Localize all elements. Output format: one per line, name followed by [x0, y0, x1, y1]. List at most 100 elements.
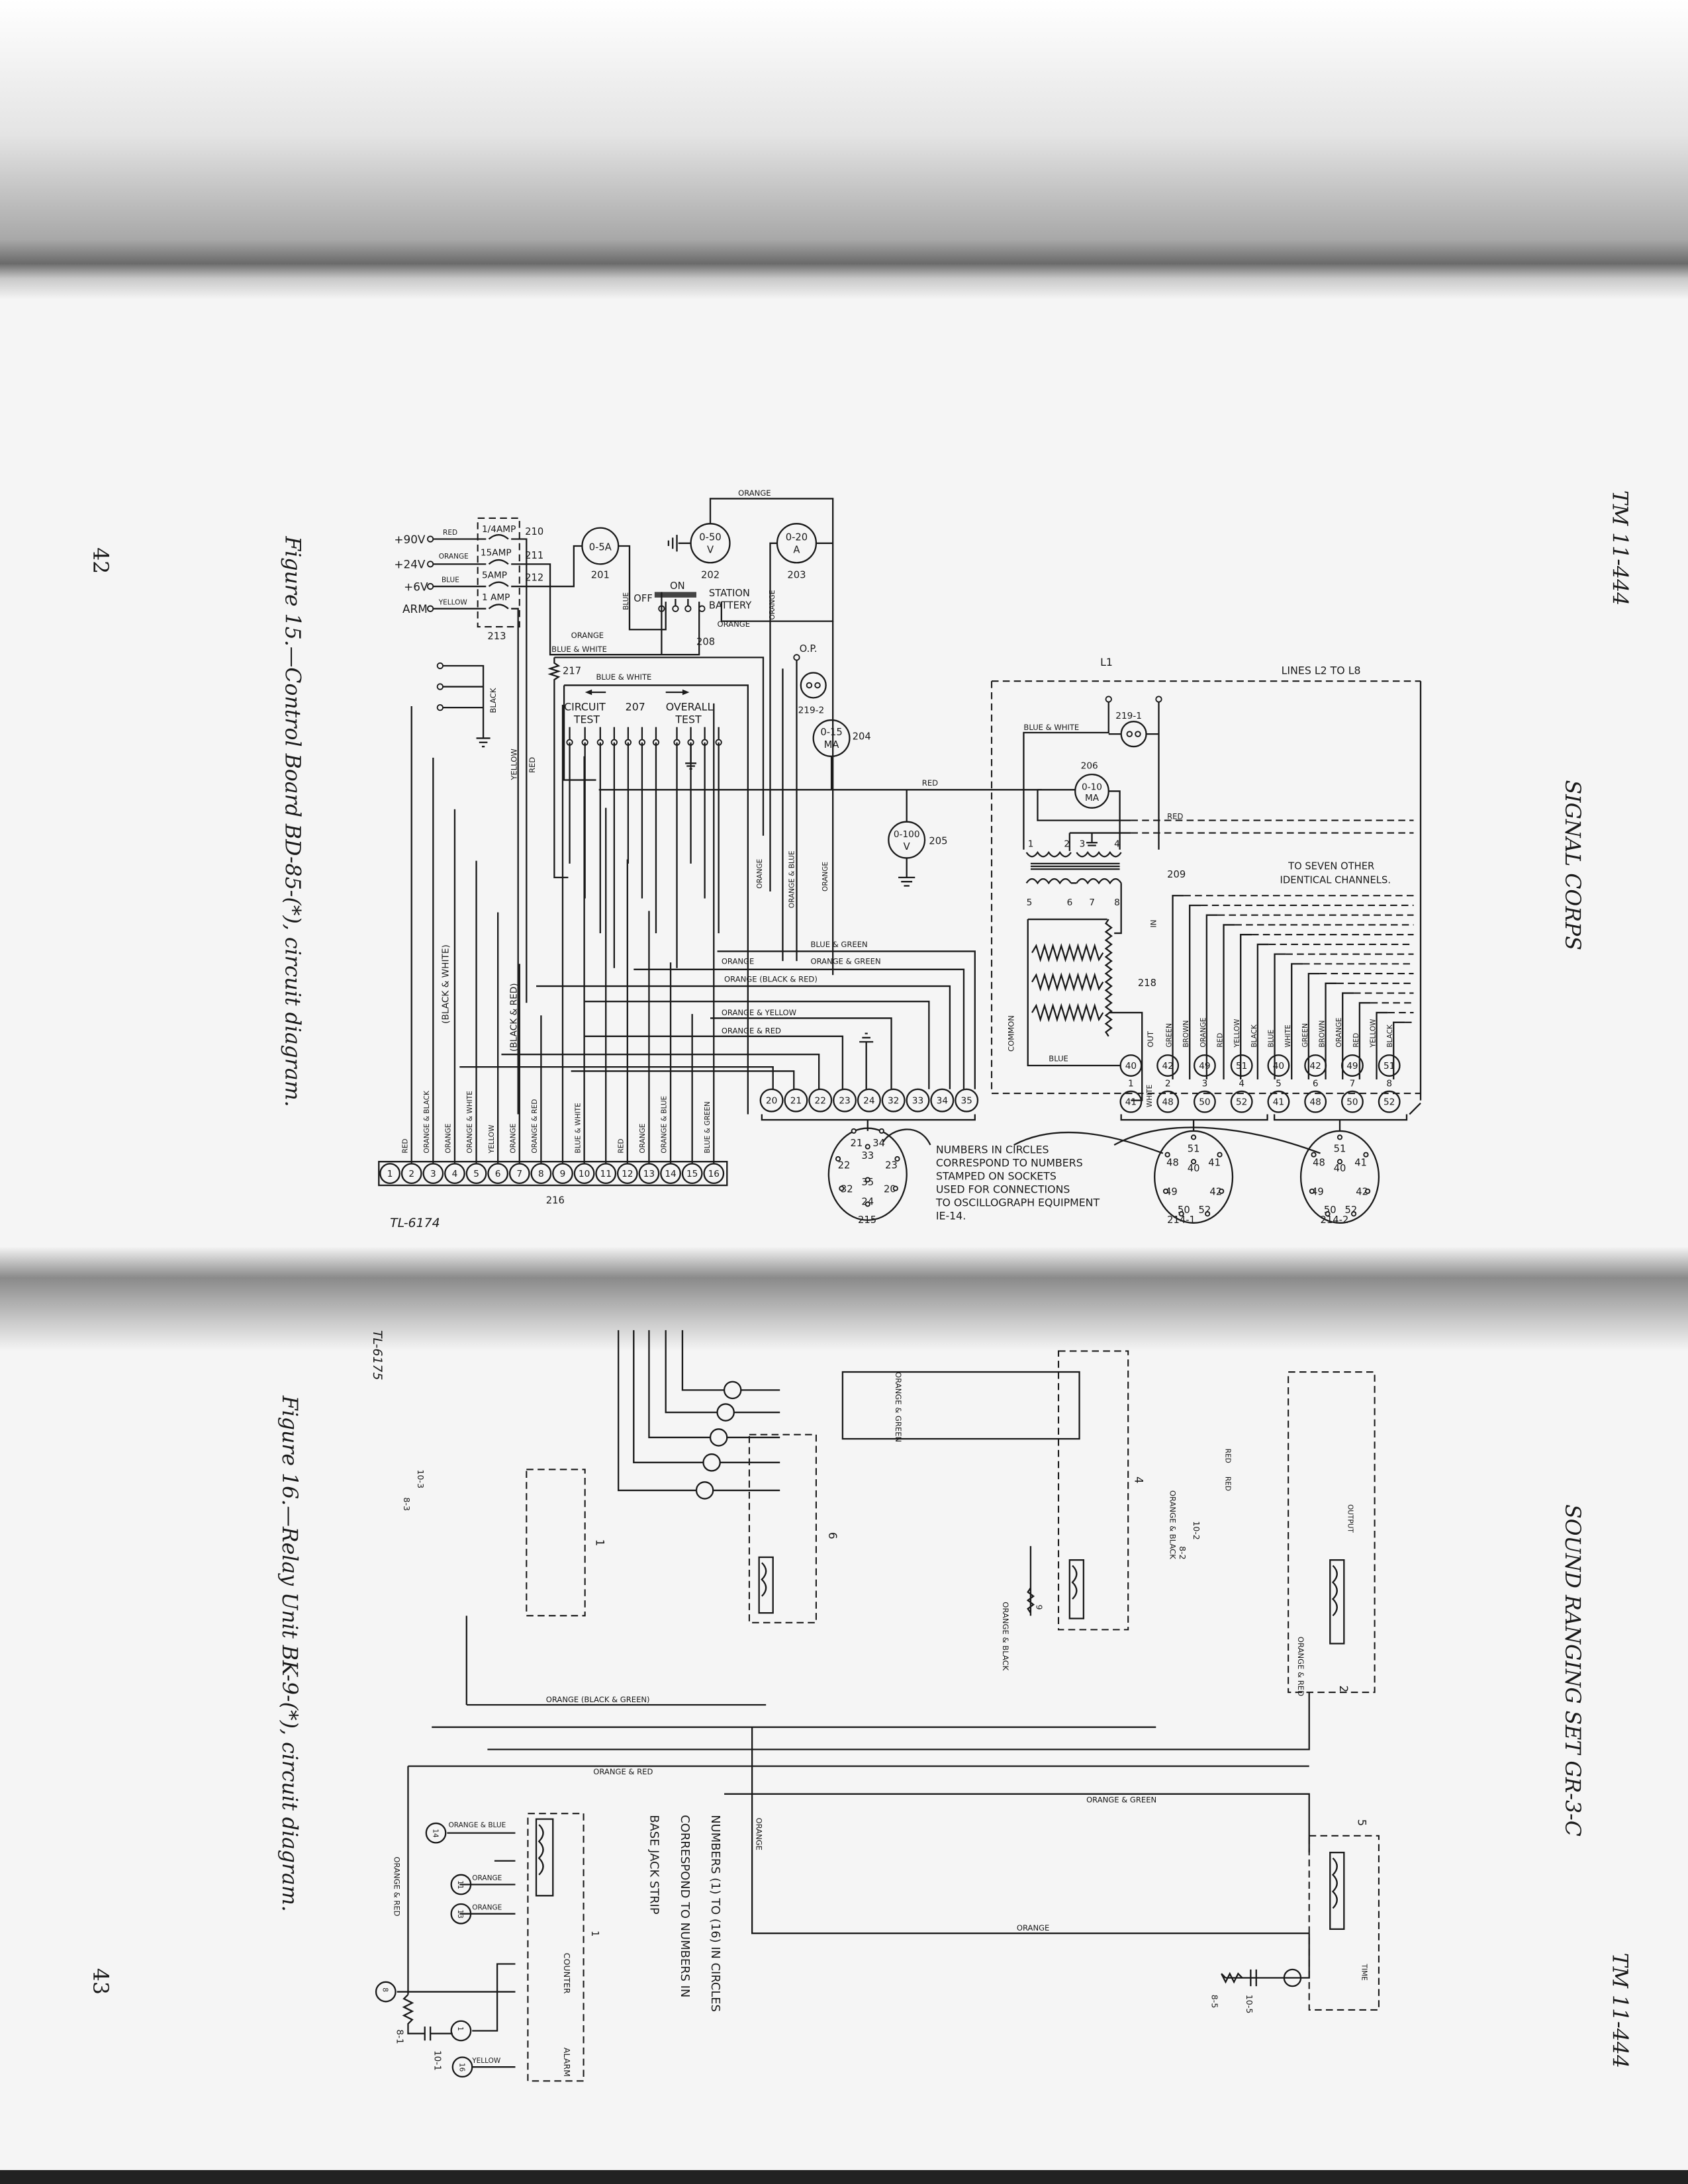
channel-wire: [1325, 982, 1337, 1080]
wire-label: BLUE & WHITE: [551, 645, 607, 654]
left-running-head: TM 11-444: [1607, 490, 1631, 606]
fuse-label: 5AMP: [482, 570, 507, 580]
wire-label: YELLOW: [488, 1124, 496, 1154]
jack-circle: [723, 1381, 742, 1400]
right-section-title: SOUND RANGING SET GR-3-C: [1560, 1504, 1584, 1837]
terminal-number: 21: [790, 1095, 802, 1106]
socket-pin: [1309, 1188, 1315, 1195]
relay-ref: 1: [589, 1931, 600, 1936]
component-ref: 8-1: [395, 2029, 405, 2044]
jack-circle: [375, 1981, 397, 2003]
component-ref: 10-5: [1244, 1995, 1254, 2014]
socket-pin: [1190, 1159, 1197, 1165]
channel-number: 4: [1239, 1079, 1244, 1089]
attenuator-218: 218 COMMON IN OUT BLUE WHITE: [1007, 883, 1158, 1107]
terminal-number: 6: [495, 1169, 501, 1179]
socket-215-wiring: BLUE & GREEN ORANGE ORANGE & GREEN ORANG…: [459, 940, 979, 1226]
channel-wire: [1240, 934, 1252, 1080]
channel-number: 1: [1128, 1079, 1134, 1089]
wire-label: BLACK: [489, 688, 498, 713]
wire-label: BLACK: [1250, 1024, 1258, 1048]
channel-wire: [1274, 953, 1286, 1080]
time-label: TIME: [1360, 1963, 1368, 1980]
wire-label: BLUE & GREEN: [811, 940, 868, 949]
relay-5-time-box: [1308, 1835, 1380, 2011]
relay-ref: 2: [1337, 1686, 1350, 1693]
socket-ref: 214-2: [1321, 1214, 1349, 1226]
socket-pin-number: 49: [1311, 1187, 1324, 1198]
meter-204: [812, 719, 851, 757]
pin-label: 3: [1080, 839, 1086, 850]
wire-label: ORANGE & GREEN: [1086, 1795, 1156, 1804]
common-label: COMMON: [1007, 1015, 1016, 1052]
socket-pin: [835, 1156, 841, 1162]
counter-label: COUNTER: [562, 1953, 572, 1994]
channel-wire: [1393, 1021, 1405, 1080]
wire-label: ORANGE: [722, 956, 754, 966]
terminal-number: 41: [1125, 1097, 1137, 1108]
socket-outline: [1299, 1130, 1380, 1224]
numbered-terminal: [508, 1163, 530, 1185]
wire-label: BLUE & WHITE: [596, 672, 651, 682]
fuse-ref: 211: [525, 550, 543, 561]
channel-number: 5: [1276, 1079, 1282, 1089]
socket-pin-number: 41: [1354, 1158, 1367, 1169]
pin-label: 7: [1089, 897, 1095, 908]
terminal-number: 50: [1346, 1097, 1358, 1108]
wire-label: (BLACK & WHITE): [440, 944, 451, 1024]
jack-circle: [695, 1481, 714, 1500]
wire-label: ORANGE & RED: [392, 1856, 401, 1916]
relay-ref: 4: [1133, 1477, 1146, 1484]
jack-circle: [716, 1403, 735, 1422]
wire-label: RED: [1216, 1033, 1224, 1048]
wire-label: ORANGE: [571, 631, 604, 640]
socket-pin-number: 34: [872, 1138, 885, 1149]
meter-203: 0-20 A 203 ORANGE: [769, 523, 833, 891]
wire-label: RED: [1352, 1033, 1360, 1048]
battery-label: BATTERY: [709, 600, 752, 612]
pin-label: 8: [1114, 897, 1120, 908]
wire-label: BROWN: [1182, 1021, 1190, 1048]
fuse-ref: 212: [525, 572, 543, 584]
wire-label: BLUE & WHITE: [574, 1103, 582, 1153]
channel-wire: [1223, 924, 1235, 1080]
resistor-ref: 218: [1138, 978, 1156, 989]
jack-number: 11: [456, 1880, 464, 1889]
component-ref: 8-2: [1178, 1546, 1188, 1560]
supply-90v-label: +90V: [394, 533, 426, 546]
drawing-number: TL-6174: [390, 1216, 440, 1230]
note-line: IE-14.: [936, 1210, 966, 1222]
numbered-terminal: [1304, 1054, 1327, 1077]
wire-label: YELLOW: [1233, 1019, 1241, 1048]
numbered-terminal: [784, 1088, 808, 1113]
terminal-number: 41: [1273, 1097, 1284, 1108]
wire-label: ORANGE & BLACK: [1001, 1602, 1010, 1670]
ground-icon: [685, 743, 696, 770]
numbered-terminal: [759, 1088, 784, 1113]
channel-wire: [1189, 904, 1201, 1080]
channel-wire: [1291, 963, 1303, 1080]
component-ref: 10-3: [416, 1469, 426, 1488]
note-line: NUMBERS IN CIRCLES: [936, 1144, 1049, 1156]
right-page-number: 43: [88, 1968, 112, 1995]
jack-number: 14: [431, 1829, 439, 1838]
wire-label: ORANGE: [738, 488, 771, 498]
wire-label: BLACK: [1386, 1024, 1394, 1048]
meter-ref: 201: [591, 569, 610, 580]
channel-wire: [1342, 992, 1354, 1080]
numbered-terminal: [1193, 1054, 1216, 1077]
right-running-head: TM 11-444: [1607, 1953, 1631, 2068]
numbered-terminal: [1378, 1054, 1401, 1077]
socket-pin-number: 22: [838, 1160, 851, 1171]
terminal-number: 7: [516, 1169, 522, 1179]
channel-number: 6: [1313, 1079, 1319, 1089]
wire-label: ORANGE & BLACK: [423, 1090, 431, 1154]
socket-pin: [1219, 1188, 1225, 1195]
jack-circle: [450, 2020, 472, 2042]
note-line: USED FOR CONNECTIONS: [936, 1183, 1070, 1196]
socket-pin-number: 33: [861, 1150, 874, 1161]
leader-arrows: [882, 1126, 1321, 1154]
test-switch-207: BLUE & WHITE 217 BLUE & WHITE CIRCUIT TE…: [547, 645, 765, 1115]
